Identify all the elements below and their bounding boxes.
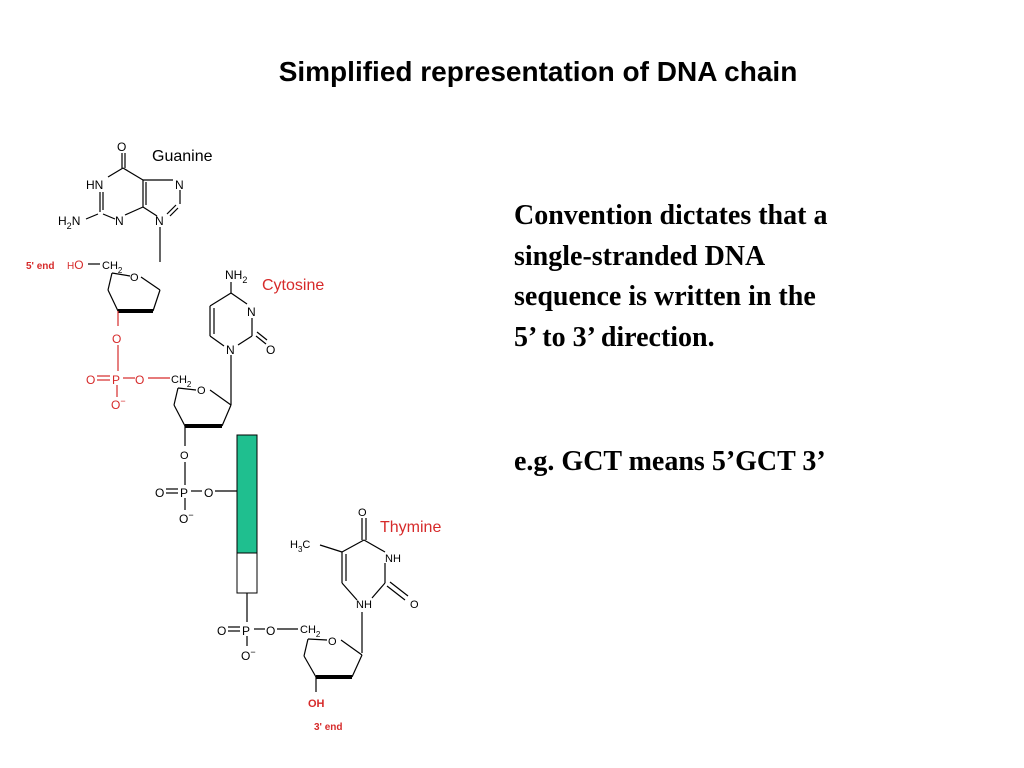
phosphate-2-o-minus: O− [179,510,194,526]
thymine-structure [319,518,409,653]
phosphate-2-o-bridge: O [204,486,213,500]
example-text: e.g. GCT means 5’GCT 3’ [514,446,826,477]
phosphate-2 [166,462,238,510]
omitted-segment-bar [236,434,258,622]
sugar-1-ring-o: O [130,272,139,284]
convention-line-2: single-stranded DNA [514,240,766,272]
cytosine-n1-atom: N [226,343,235,357]
guanine-n3-atom: N [115,214,124,228]
phosphate-3-p: P [242,624,250,638]
cytosine-structure [209,282,268,405]
hydroxyl-5prime: HO [67,258,84,272]
phosphate-2-p: P [180,486,188,500]
guanine-o-atom: O [117,140,126,154]
convention-text: Convention dictates that a single-strand… [514,196,934,358]
phosphate-3-o-minus: O− [241,647,256,663]
phosphate-3-o-double: O [217,624,226,638]
cytosine-label: Cytosine [262,277,324,294]
five-prime-end-label: 5' end [26,261,55,272]
cytosine-n3-atom: N [247,305,256,319]
sugar-1 [88,263,161,326]
sugar-2-ch2: CH2 [171,374,192,389]
convention-line-3: sequence is written in the [514,281,816,312]
guanine-n7-atom: N [175,178,184,192]
convention-line-1: Convention dictates that a [514,200,828,231]
cytosine-nh2-group: NH2 [225,268,247,285]
phosphate-1-p: P [112,373,120,387]
sugar-1-ch2: CH2 [102,260,123,275]
sugar-3 [303,638,363,692]
sugar-2 [173,387,232,446]
sugar-3-ch2: CH2 [300,624,321,639]
phosphate-1-o-double: O [86,373,95,387]
guanine-n9-atom: N [155,214,164,228]
hydroxyl-3prime: OH [308,698,325,710]
guanine-label: Guanine [152,148,213,165]
sugar-2-ring-o: O [197,385,206,397]
cytosine-o-atom: O [266,343,275,357]
thymine-ch3-group: H3C [290,539,310,554]
phosphate-1-o-top: O [112,332,121,346]
sugar-3-ring-o: O [328,636,337,648]
phosphate-1-o-bridge: O [135,373,144,387]
thymine-o-right: O [410,599,419,611]
thymine-nh-bottom: NH [356,599,372,611]
guanine-h2n-group: H2N [58,214,80,231]
thymine-o-top: O [358,507,367,519]
phosphate-1 [97,345,170,397]
dna-chain-diagram: O HN N N N H2N Guanine 5' end HO CH2 O [26,140,441,733]
slide-title: Simplified representation of DNA chain [278,56,798,87]
convention-line-4: 5’ to 3’ direction. [514,321,715,353]
phosphate-3-o-bridge: O [266,624,275,638]
guanine-hn-atom: HN [86,178,103,192]
phosphate-1-o-minus: O− [111,396,126,412]
guanine-structure [85,153,181,262]
thymine-label: Thymine [380,519,441,536]
phosphate-3 [228,626,298,646]
phosphate-2-o-top: O [180,450,189,462]
phosphate-2-o-double: O [155,486,164,500]
three-prime-end-label: 3' end [314,722,343,733]
thymine-nh-top: NH [385,553,401,565]
